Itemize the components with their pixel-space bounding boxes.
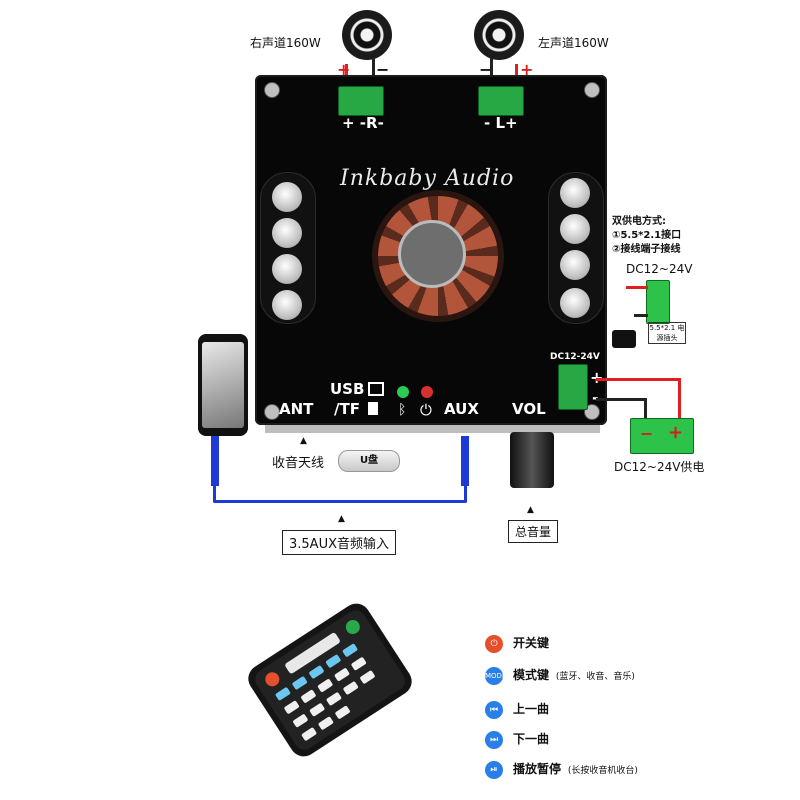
usb-label: USB bbox=[330, 380, 365, 398]
board-screw-icon bbox=[264, 82, 280, 98]
right-terminal-label: + -R- bbox=[342, 114, 384, 132]
remote-control-icon bbox=[230, 600, 430, 760]
aux-input-callout: 3.5AUX音频输入 bbox=[282, 530, 396, 555]
power-icon: ⏻ bbox=[485, 634, 503, 653]
adapter-battery-icon bbox=[646, 280, 670, 324]
board-screw-icon bbox=[584, 82, 600, 98]
capacitor-icon bbox=[560, 214, 590, 244]
previous-track-icon: ⏮ bbox=[485, 700, 503, 719]
fan-hub-icon bbox=[398, 220, 466, 288]
legend-previous-text: 上一曲 bbox=[513, 702, 550, 716]
aux-cable-left-plug bbox=[211, 436, 219, 486]
left-speaker-terminal bbox=[478, 86, 524, 116]
adapter-red-wire bbox=[626, 286, 648, 289]
battery-black-wire bbox=[596, 398, 646, 401]
legend-previous: ⏮ 上一曲 bbox=[485, 700, 549, 719]
dc-minus-label: - bbox=[592, 388, 599, 407]
legend-next: ⏭ 下一曲 bbox=[485, 730, 549, 749]
left-terminal-label: - L+ bbox=[484, 114, 518, 132]
legend-mode: MODE 模式键 (蓝牙、收音、音乐) bbox=[485, 666, 635, 685]
dc-jack-label: 5.5*2.1 电源插头 bbox=[648, 322, 686, 344]
board-screw-icon bbox=[584, 404, 600, 420]
right-plus-sign: + bbox=[337, 60, 351, 79]
aux-cable-right-drop bbox=[464, 486, 467, 502]
aux-cable bbox=[213, 500, 467, 503]
antenna-callout: 收音天线 bbox=[272, 456, 325, 471]
legend-mode-note: (蓝牙、收音、音乐) bbox=[555, 672, 635, 682]
legend-play-pause-note: (长按收音机收台) bbox=[567, 766, 638, 776]
antenna-arrow-icon: ▲ bbox=[300, 436, 307, 446]
power-option-1: ①5.5*2.1接口 bbox=[612, 230, 682, 241]
dc-jack-icon bbox=[612, 330, 636, 348]
board-screw-icon bbox=[264, 404, 280, 420]
board-bottom-edge bbox=[265, 425, 600, 433]
brand-logo: Inkbaby Audio bbox=[340, 166, 515, 191]
legend-play-pause-text: 播放暂停 bbox=[513, 762, 562, 776]
legend-mode-text: 模式键 bbox=[513, 668, 550, 682]
dc-terminal bbox=[558, 364, 588, 410]
next-track-icon: ⏭ bbox=[485, 730, 503, 749]
aux-label: AUX bbox=[444, 400, 479, 418]
aux-cable-left-drop bbox=[213, 486, 216, 502]
right-speaker-icon bbox=[342, 10, 392, 60]
play-pause-icon: ⏯ bbox=[485, 760, 503, 779]
capacitor-icon bbox=[272, 182, 302, 212]
vol-label: VOL bbox=[512, 400, 546, 418]
usb-drive-icon: U盘 bbox=[338, 450, 400, 472]
tf-label: /TF bbox=[334, 400, 360, 418]
capacitor-icon bbox=[560, 178, 590, 208]
power-symbol-icon: ⏻ bbox=[420, 401, 432, 419]
aux-arrow-icon: ▲ bbox=[338, 514, 345, 524]
ant-label: ANT bbox=[279, 400, 314, 418]
left-channel-label: 左声道160W bbox=[538, 36, 609, 50]
capacitor-icon bbox=[272, 290, 302, 320]
legend-power-text: 开关键 bbox=[513, 636, 550, 650]
legend-next-text: 下一曲 bbox=[513, 732, 550, 746]
volume-knob[interactable] bbox=[510, 432, 554, 488]
capacitor-icon bbox=[560, 250, 590, 280]
battery-red-wire bbox=[596, 378, 680, 381]
bluetooth-led-icon bbox=[397, 386, 409, 398]
right-channel-label: 右声道160W bbox=[250, 36, 321, 50]
mode-icon: MODE bbox=[485, 666, 506, 685]
battery-plus: + bbox=[668, 422, 684, 443]
tf-card-icon bbox=[368, 402, 378, 415]
battery-icon bbox=[630, 418, 694, 454]
battery-minus: − bbox=[640, 424, 654, 443]
left-plus-sign: + bbox=[520, 60, 534, 79]
capacitor-icon bbox=[272, 218, 302, 248]
usb-port-icon bbox=[368, 382, 384, 396]
volume-arrow-icon: ▲ bbox=[527, 505, 534, 515]
power-mode-title: 双供电方式: bbox=[612, 216, 666, 227]
right-minus-sign: − bbox=[376, 60, 390, 79]
adapter-black-wire bbox=[634, 314, 648, 317]
power-option-2: ②接线端子接线 bbox=[612, 244, 681, 255]
dc-board-label: DC12-24V bbox=[550, 352, 600, 362]
power-led-icon bbox=[421, 386, 433, 398]
battery-black-wire-down bbox=[644, 398, 647, 418]
capacitor-icon bbox=[272, 254, 302, 284]
right-speaker-terminal bbox=[338, 86, 384, 116]
legend-play-pause: ⏯ 播放暂停 (长按收音机收台) bbox=[485, 760, 638, 779]
phone-icon bbox=[198, 334, 248, 436]
aux-cable-right-plug bbox=[461, 436, 469, 486]
battery-red-wire-down bbox=[678, 378, 681, 418]
left-minus-sign: − bbox=[479, 60, 493, 79]
adapter-voltage-label: DC12~24V bbox=[626, 262, 693, 276]
legend-power: ⏻ 开关键 bbox=[485, 634, 549, 653]
master-volume-callout: 总音量 bbox=[508, 520, 559, 543]
bluetooth-icon: ᛒ bbox=[398, 402, 407, 418]
battery-label: DC12~24V供电 bbox=[614, 460, 705, 474]
left-speaker-icon bbox=[474, 10, 524, 60]
dc-plus-label: + bbox=[590, 368, 603, 387]
capacitor-icon bbox=[560, 288, 590, 318]
